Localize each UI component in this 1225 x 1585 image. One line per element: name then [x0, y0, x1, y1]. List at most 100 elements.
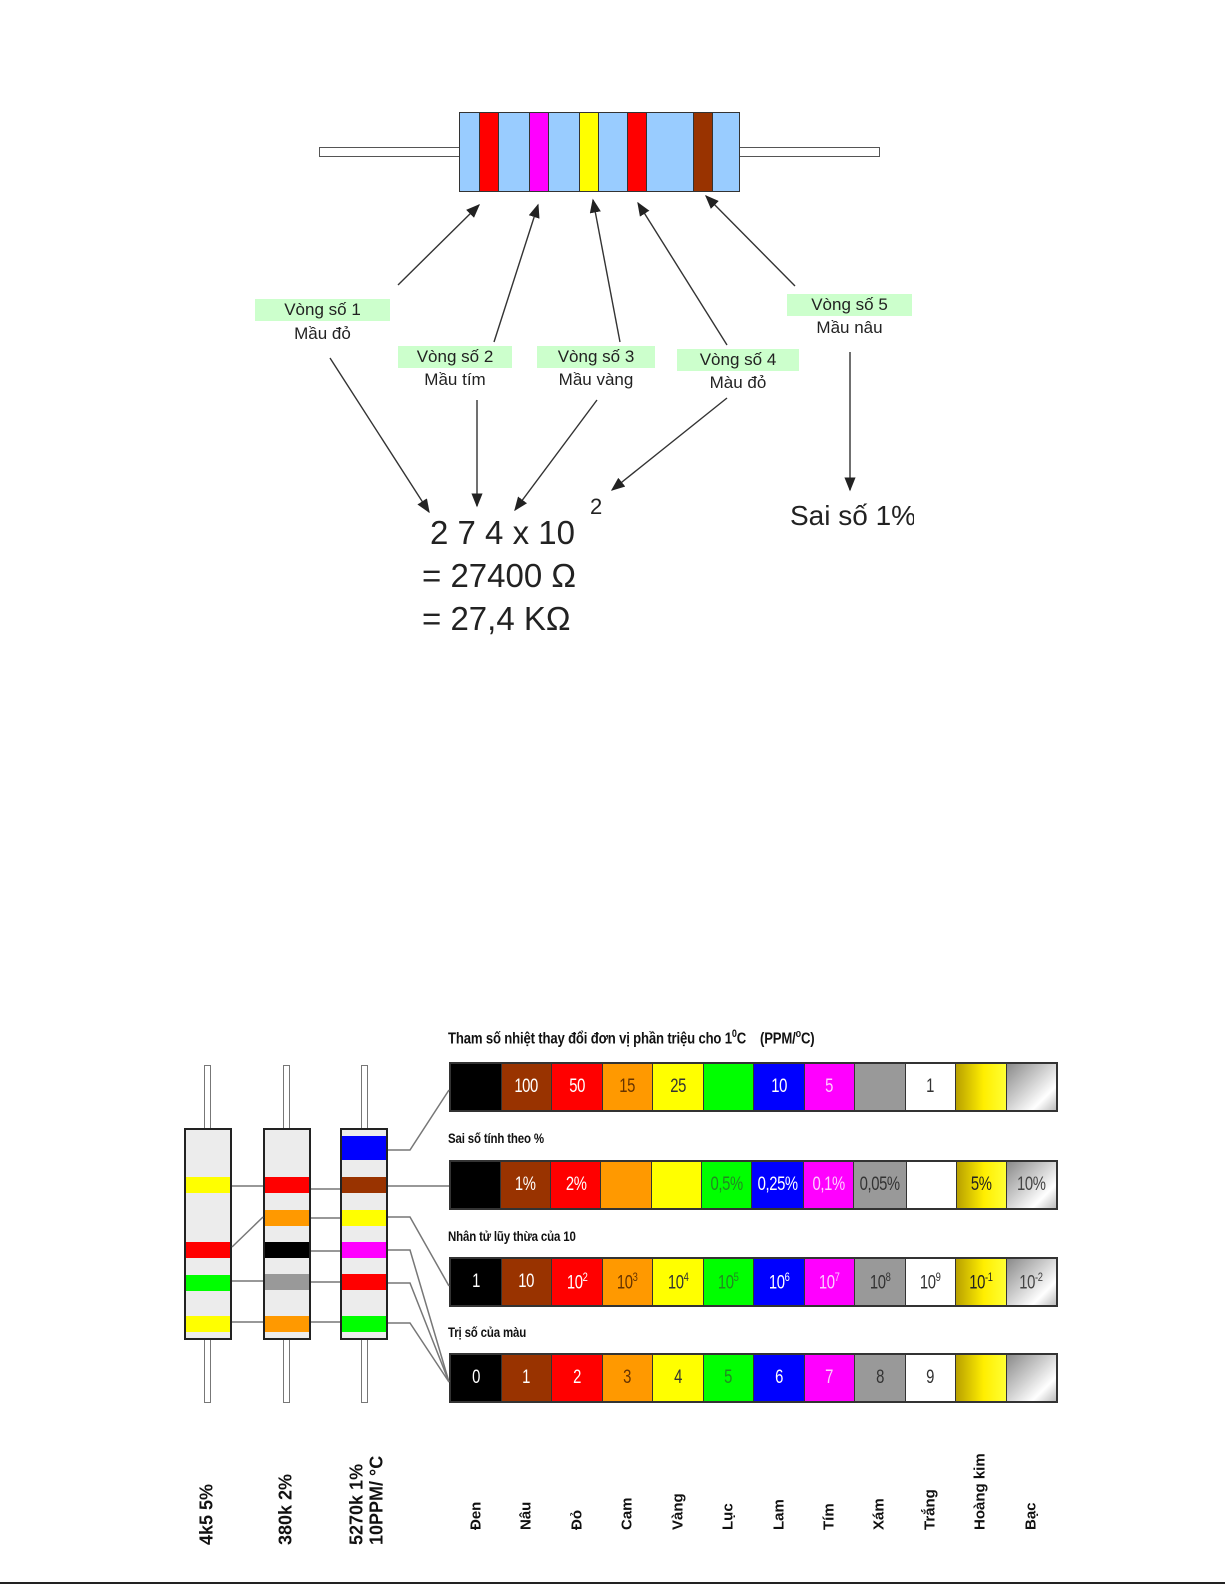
cell-exponent: 6	[784, 1269, 790, 1284]
cell-value: 1	[471, 1271, 480, 1292]
cell-vàng: 104	[653, 1259, 703, 1305]
cell-value: 7	[825, 1367, 834, 1388]
cell-value: 103	[616, 1269, 638, 1294]
example-3-label-2: 10PPM/ °C	[366, 1455, 387, 1545]
cell-value: 50	[568, 1076, 585, 1097]
color-name-label: Trắng	[921, 1489, 939, 1530]
cell-exponent: 3	[632, 1269, 638, 1284]
arrow-to-digit-1	[329, 357, 430, 514]
connector-green-digit	[388, 1322, 450, 1383]
example-1-band-3	[186, 1275, 230, 1291]
example-3-band-6	[342, 1316, 386, 1332]
page-bottom-rule	[0, 1582, 1225, 1584]
cell-đen	[451, 1162, 501, 1208]
arrows-layer	[329, 195, 856, 514]
example-2-band-1	[265, 1177, 309, 1193]
formula-line-2: = 27400 Ω	[422, 557, 577, 594]
color-name-label: Vàng	[669, 1493, 687, 1530]
cell-value: 2%	[565, 1174, 587, 1195]
example-1-band-2	[186, 1242, 230, 1258]
formula-line-1: 2 7 4 x 10	[430, 514, 575, 551]
cell-exponent: -1	[984, 1269, 993, 1284]
cell-nâu: 10	[501, 1259, 551, 1305]
example-1-lead-bottom	[204, 1339, 211, 1403]
example-3-band-1	[342, 1136, 386, 1160]
cell-lục: 0,5%	[701, 1162, 751, 1208]
color-name-label: Hoàng kim	[971, 1453, 989, 1530]
cell-lục: 5	[703, 1355, 753, 1401]
cell-value: 102	[566, 1269, 588, 1294]
resistor-band-4	[627, 113, 647, 191]
cell-value: 3	[623, 1367, 632, 1388]
resistor-band-3	[579, 113, 599, 191]
color-name-label: Tím	[820, 1503, 838, 1530]
band-3-color: Mầu vàng	[558, 370, 634, 389]
cell-hoàng-kim: 10-1	[956, 1259, 1006, 1305]
band-4-tag: Vòng số 4	[677, 349, 799, 371]
cell-vàng: 4	[653, 1355, 703, 1401]
cell-value: 5	[825, 1076, 834, 1097]
cell-value: 0,1%	[812, 1174, 846, 1195]
cell-value: 0,05%	[859, 1174, 900, 1195]
cell-lục	[703, 1064, 753, 1110]
cell-nâu: 100	[501, 1064, 551, 1110]
cell-value: 105	[717, 1269, 739, 1294]
connector-e1-red	[231, 1216, 264, 1248]
cell-exponent: 4	[683, 1269, 689, 1284]
resistor-band-5	[693, 113, 713, 191]
band-2-color: Mầu tím	[424, 370, 486, 389]
color-name-label: Bạc	[1022, 1502, 1040, 1530]
arrow-to-exponent	[610, 397, 728, 491]
cell-value: 10-1	[969, 1269, 993, 1294]
cell-cam: 3	[602, 1355, 652, 1401]
cell-cam	[601, 1162, 651, 1208]
cell-lam: 0,25%	[751, 1162, 804, 1208]
cell-value: 5%	[970, 1174, 992, 1195]
cell-value: 0,25%	[757, 1174, 798, 1195]
cell-value: 10	[518, 1271, 535, 1292]
cell-lam: 106	[754, 1259, 804, 1305]
example-3-band-2	[342, 1177, 386, 1193]
color-name-label: Lục	[719, 1503, 737, 1530]
cell-value: 104	[667, 1269, 689, 1294]
cell-hoàng-kim	[956, 1064, 1006, 1110]
cell-xám	[855, 1064, 905, 1110]
cell-đỏ: 2	[552, 1355, 602, 1401]
arrow-band-4	[637, 201, 728, 346]
cell-value: 2	[572, 1367, 581, 1388]
section-title-multiplier: Nhân tử lũy thừa của 10	[448, 1228, 576, 1244]
cell-value: 5	[724, 1367, 733, 1388]
cell-xám: 8	[855, 1355, 905, 1401]
cell-exponent: 8	[885, 1269, 891, 1284]
cell-nâu: 1%	[501, 1162, 551, 1208]
cell-hoàng-kim: 5%	[956, 1162, 1006, 1208]
cell-trắng: 1	[905, 1064, 955, 1110]
arrow-band-2	[493, 203, 540, 343]
cell-value: 25	[669, 1076, 686, 1097]
cell-tím: 107	[804, 1259, 854, 1305]
example-3-band-3	[342, 1210, 386, 1226]
cell-bạc: 10-2	[1006, 1259, 1056, 1305]
example-3-lead-bottom	[361, 1339, 368, 1403]
example-3-band-5	[342, 1274, 386, 1290]
example-2-band-2	[265, 1210, 309, 1226]
band-5-tag: Vòng số 5	[787, 294, 912, 316]
cell-value: 10%	[1017, 1174, 1046, 1195]
band-2-tag: Vòng số 2	[398, 346, 512, 368]
connector-blue-tempco	[388, 1089, 450, 1151]
band-4-color: Màu đỏ	[709, 373, 767, 392]
connector-yellow-multiplier	[388, 1216, 450, 1287]
cell-exponent: 7	[834, 1269, 840, 1284]
cell-exponent: 2	[582, 1269, 588, 1284]
cell-value: 9	[926, 1367, 935, 1388]
cell-exponent: 9	[935, 1269, 941, 1284]
band-5-color: Mầu nâu	[816, 318, 883, 337]
cell-bạc	[1006, 1064, 1056, 1110]
section-title-tolerance: Sai số tính theo %	[448, 1130, 544, 1146]
example-resistor-3	[340, 1128, 388, 1340]
example-2-band-4	[265, 1274, 309, 1290]
band-1-tag: Vòng số 1	[255, 299, 390, 321]
example-2-band-5	[265, 1316, 309, 1332]
cell-value: 0	[471, 1367, 480, 1388]
